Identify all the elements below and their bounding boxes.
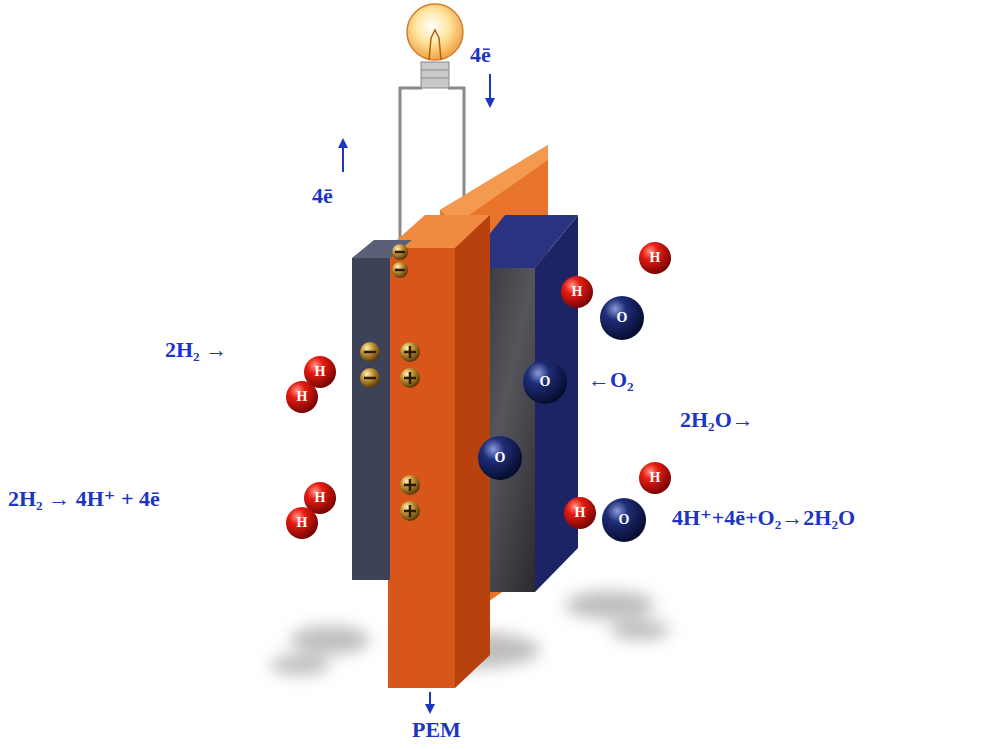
input-formula: 2H₂ → [165, 338, 227, 362]
atom-symbol: H [650, 471, 661, 485]
anode-reaction: 2H₂ → 4H⁺ + 4ē [8, 487, 160, 511]
atom-symbol: O [540, 375, 551, 389]
input-formula: ←O₂ [588, 368, 634, 392]
atom-symbol: H [297, 390, 308, 404]
electron-count: 4ē [312, 184, 333, 208]
electron-count: 4ē [470, 43, 491, 67]
part-label: PEM [412, 718, 461, 742]
atom-symbol: O [495, 451, 506, 465]
cathode-reaction: 4H⁺+4ē+O₂→2H₂O [672, 506, 855, 530]
atom-symbol: O [617, 311, 628, 325]
atom-symbol: H [315, 365, 326, 379]
atom-symbol: H [297, 516, 308, 530]
atom-symbol: H [650, 251, 661, 265]
atom-symbol: H [315, 491, 326, 505]
atom-symbol: H [572, 285, 583, 299]
output-formula: 2H₂O→ [680, 408, 754, 432]
atom-symbol: H [575, 506, 586, 520]
atom-symbol: O [619, 513, 630, 527]
